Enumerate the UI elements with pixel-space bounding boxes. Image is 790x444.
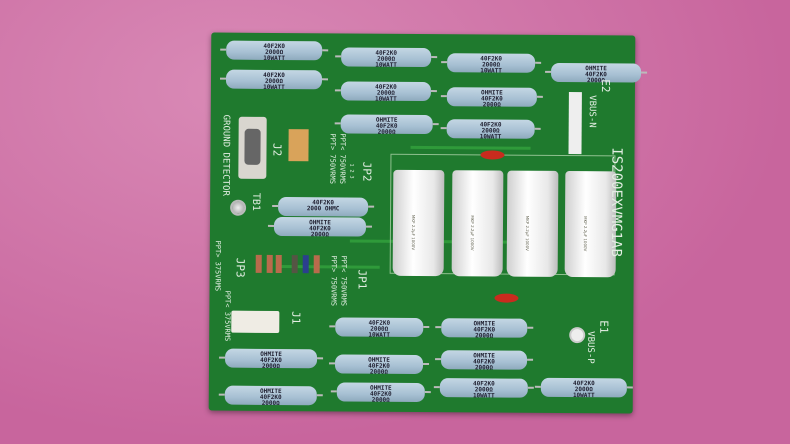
power-connector-j1[interactable] (231, 310, 280, 334)
resistor: OHMITE 40F2K0 2000Ω (334, 354, 424, 376)
resistor: 40F2K0 2000Ω 10WATT (540, 377, 627, 399)
ge-logo (569, 327, 586, 344)
jp3-label: JP3 (233, 257, 247, 278)
jp2-label: JP2 (360, 161, 374, 182)
resistor: 40F2K0 2000Ω 10WATT (226, 40, 323, 62)
tb1-label: TB1 (250, 192, 262, 211)
j2-label: J2 (270, 142, 284, 157)
resistor: 40F2K0 2000Ω 10WATT (340, 81, 431, 103)
j1-label: J1 (289, 311, 303, 325)
resistor: 40F2K0 2000Ω 10WATT (341, 47, 432, 69)
jumper-pin-numbers: 1 2 3 (348, 163, 355, 179)
small-resistor (266, 254, 273, 273)
vbus-n-label: VBUS-N (586, 95, 597, 128)
resistor: 40F2K0 2000Ω 10WATT (335, 317, 424, 339)
resistor: OHMITE 40F2K0 2000Ω (550, 62, 642, 84)
small-resistor (302, 255, 309, 274)
capacitor: MKP 2.2µF 1000V (451, 170, 504, 277)
db9-connector-j2[interactable] (238, 116, 267, 179)
ppt-750-label: PPT> 750VRMS (329, 255, 338, 306)
resistor: 40F2K0 2000Ω 10WATT (225, 69, 323, 91)
ppt-750-label: PPT> 750VRMS (328, 133, 337, 184)
small-resistor (275, 254, 282, 274)
small-resistor (255, 254, 262, 273)
vbus-p-label: VBUS-P (585, 331, 596, 364)
resistor: OHMITE 40F2K0 2000Ω (336, 382, 425, 404)
red-capacitor (494, 293, 519, 303)
part-number-label: IS200EXVMG1AB (607, 147, 625, 257)
resistor: 40F2K0 2000 OHMC (278, 196, 369, 217)
small-resistor (291, 255, 298, 274)
red-capacitor (480, 150, 505, 160)
connector-pins (244, 128, 261, 165)
resistor: OHMITE 40F2K0 2000Ω (224, 348, 318, 370)
small-resistor (313, 255, 320, 274)
resistor: OHMITE 40F2K0 2000Ω (441, 318, 528, 340)
circuit-board: 40F2K0 2000Ω 10WATT 40F2K0 2000Ω 10WATT … (208, 32, 642, 414)
resistor: 40F2K0 2000Ω 10WATT (447, 53, 536, 75)
capacitor: MKP 2.2µF 1000V (392, 169, 445, 277)
jp1-label: JP1 (355, 269, 369, 290)
screw-terminal-tb1[interactable] (230, 199, 247, 216)
resistor: 40F2K0 2000Ω 10WATT (439, 378, 528, 400)
ppt-750-label: PPT< 750VRMS (339, 255, 348, 307)
yellow-component (288, 129, 309, 162)
capacitor: MKP 2.2µF 1000V (506, 170, 559, 277)
ground-detector-label: GROUND DETECTOR (220, 114, 231, 196)
resistor: OHMITE 40F2K0 2000Ω (340, 114, 433, 136)
resistor: OHMITE 40F2K0 2000Ω (446, 87, 537, 109)
ppt-375-label: PPT> 375VRMS (213, 240, 222, 292)
e2-label: E2 (598, 79, 613, 93)
resistor: OHMITE 40F2K0 2000Ω (224, 385, 317, 407)
resistor: OHMITE 40F2K0 2000Ω (440, 350, 528, 371)
ppt-375-label: PPT< 375VRMS (223, 290, 232, 342)
resistor: OHMITE 40F2K0 2000Ω (273, 216, 367, 238)
e1-label: E1 (597, 320, 611, 334)
ppt-750-label: PPT< 750VRMS (338, 133, 347, 185)
barcode-label (568, 92, 582, 155)
trace (410, 145, 531, 150)
resistor: 40F2K0 2000Ω 10WATT (446, 119, 535, 141)
